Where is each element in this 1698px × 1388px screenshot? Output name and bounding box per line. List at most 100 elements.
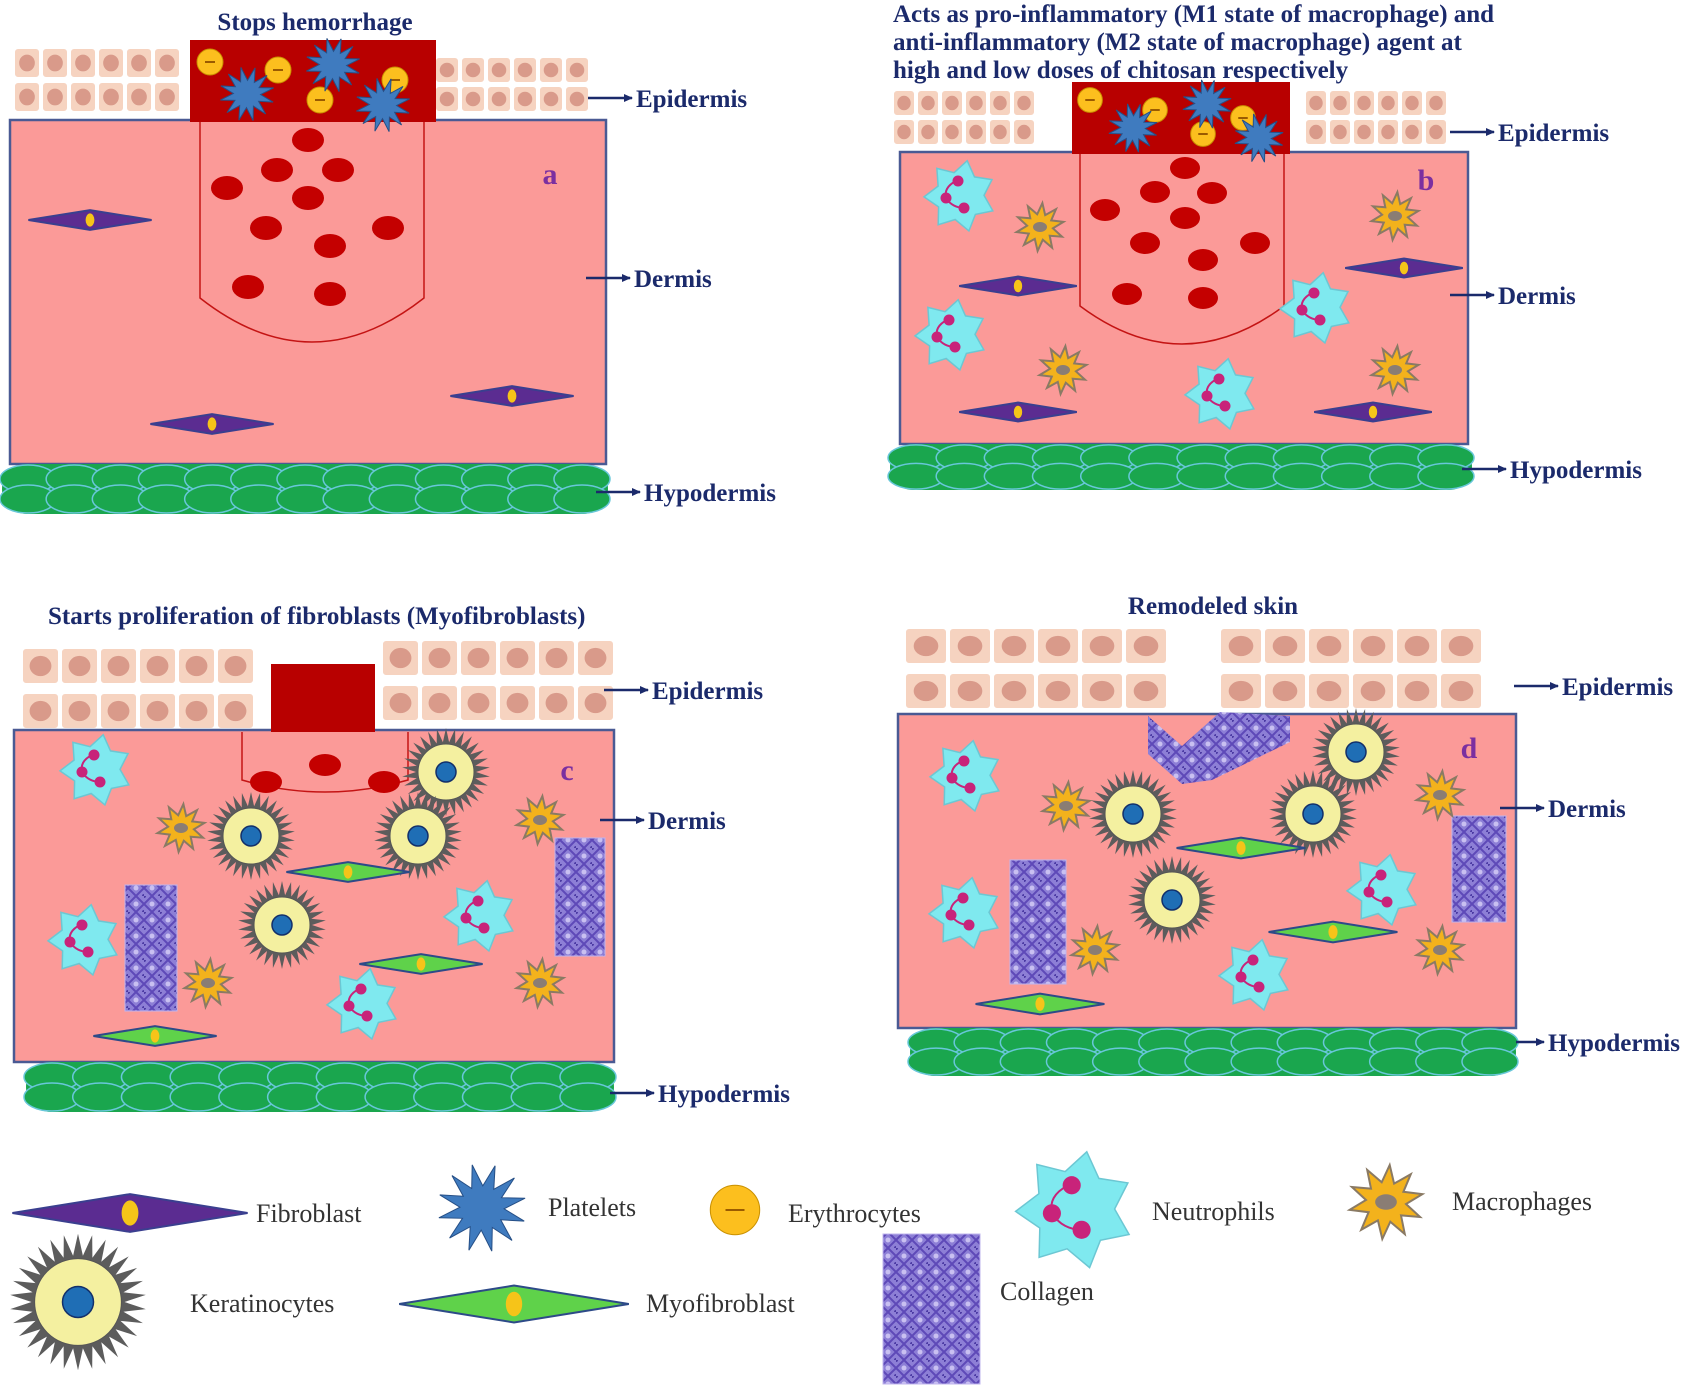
platelet-cell <box>1182 79 1232 129</box>
epidermis-cell <box>948 672 992 710</box>
red-blood-cell <box>261 158 293 182</box>
fibroblast-cell <box>959 401 1077 423</box>
epidermis-cell <box>537 639 576 677</box>
neutrophil-cell <box>927 876 999 950</box>
red-blood-cell <box>1188 249 1218 271</box>
red-blood-cell <box>292 186 324 210</box>
dermis-label: Dermis <box>648 808 726 835</box>
epidermis-cell <box>381 684 420 722</box>
erythrocyte-cell <box>709 1184 761 1236</box>
legend-label-fibroblast: Fibroblast <box>256 1199 362 1228</box>
hypodermis-layer <box>0 464 611 514</box>
keratinocyte-cell <box>207 792 295 880</box>
epidermis-cell <box>1351 672 1395 710</box>
macrophage-cell <box>1039 779 1093 833</box>
red-blood-cell <box>1170 207 1200 229</box>
epidermis-cell <box>1439 672 1483 710</box>
epidermis-cell <box>940 118 964 146</box>
fibroblast-cell <box>450 385 574 407</box>
platelet-cell <box>220 67 274 121</box>
neutrophil-cell <box>1014 1150 1131 1269</box>
epidermis-cell <box>97 81 125 113</box>
panel-title-line: Stops hemorrhage <box>217 9 412 36</box>
hypodermis-layer <box>23 1062 617 1112</box>
epidermis-cell <box>538 85 564 113</box>
epidermis-cell <box>988 118 1012 146</box>
macrophage-cell <box>1413 768 1467 822</box>
epidermis-cell <box>992 672 1036 710</box>
macrophage-cell <box>1413 923 1467 977</box>
epidermis-cell <box>41 81 69 113</box>
panel-title-line: Remodeled skin <box>1128 593 1298 620</box>
legend-label-platelets: Platelets <box>548 1193 636 1222</box>
epidermis-label: Epidermis <box>1562 674 1673 701</box>
collagen-patch <box>882 1233 981 1385</box>
epidermis-cell <box>1395 627 1439 665</box>
epidermis-cell <box>1036 627 1080 665</box>
red-blood-cell <box>250 771 282 793</box>
panel-b: Acts as pro-inflammatory (M1 state of ma… <box>887 1 1642 490</box>
epidermis-cell <box>1395 672 1439 710</box>
fibroblast-cell <box>1345 257 1463 279</box>
hypodermis-label: Hypodermis <box>1510 457 1642 484</box>
erythrocyte-cell <box>196 48 224 76</box>
macrophage-cell <box>1068 923 1122 977</box>
epidermis-cell <box>992 627 1036 665</box>
red-blood-cell <box>250 216 282 240</box>
panel-letter: d <box>1461 732 1478 765</box>
keratinocyte-cell <box>1312 708 1400 796</box>
panel-a: Stops hemorrhageaEpidermisDermisHypoderm… <box>0 9 776 514</box>
epidermis-cell <box>498 684 537 722</box>
dermis-label: Dermis <box>1498 283 1576 310</box>
epidermis-cell <box>153 47 181 79</box>
epidermis-label: Epidermis <box>652 678 763 705</box>
epidermis-cell <box>1439 627 1483 665</box>
platelet-cell <box>356 78 410 132</box>
epidermis-cell <box>486 56 512 84</box>
myofibroblast-cell <box>399 1284 629 1324</box>
epidermis-cell <box>538 56 564 84</box>
red-blood-cell <box>211 176 243 200</box>
neutrophil-cell <box>442 879 514 953</box>
red-blood-cell <box>1197 182 1227 204</box>
neutrophil-cell <box>325 967 397 1041</box>
neutrophil-cell <box>1345 853 1417 927</box>
red-blood-cell <box>309 754 341 776</box>
fibroblast-cell <box>959 275 1077 297</box>
keratinocyte-cell <box>1269 770 1357 858</box>
epidermis-cell <box>420 639 459 677</box>
myofibroblast-cell <box>286 861 410 883</box>
erythrocyte-cell <box>306 86 334 114</box>
epidermis-cell <box>460 85 486 113</box>
keratinocyte-cell <box>1128 856 1216 944</box>
epidermis-cell <box>1219 627 1263 665</box>
epidermis-cell <box>69 81 97 113</box>
epidermis-cell <box>21 692 60 730</box>
red-blood-cell <box>314 234 346 258</box>
epidermis-cell <box>1424 89 1448 117</box>
epidermis-cell <box>1400 118 1424 146</box>
macrophage-cell <box>1368 343 1422 397</box>
epidermis-cell <box>1351 627 1395 665</box>
epidermis-cell <box>1263 627 1307 665</box>
epidermis-cell <box>940 89 964 117</box>
panel-letter: b <box>1418 164 1435 197</box>
epidermis-cell <box>97 47 125 79</box>
platelet-cell <box>1234 113 1284 163</box>
epidermis-cell <box>1124 627 1168 665</box>
epidermis-cell <box>1328 118 1352 146</box>
epidermis-cell <box>60 692 99 730</box>
epidermis-cell <box>125 47 153 79</box>
hypodermis-layer <box>887 444 1475 490</box>
myofibroblast-cell <box>1268 920 1398 944</box>
epidermis-cell <box>138 692 177 730</box>
epidermis-cell <box>177 647 216 685</box>
epidermis-cell <box>1036 672 1080 710</box>
fibroblast-cell <box>28 209 152 231</box>
epidermis-cell <box>459 684 498 722</box>
epidermis-cell <box>1012 89 1036 117</box>
epidermis-cell <box>1080 672 1124 710</box>
collagen-patch <box>1148 712 1290 784</box>
collagen-patch <box>124 884 178 1012</box>
